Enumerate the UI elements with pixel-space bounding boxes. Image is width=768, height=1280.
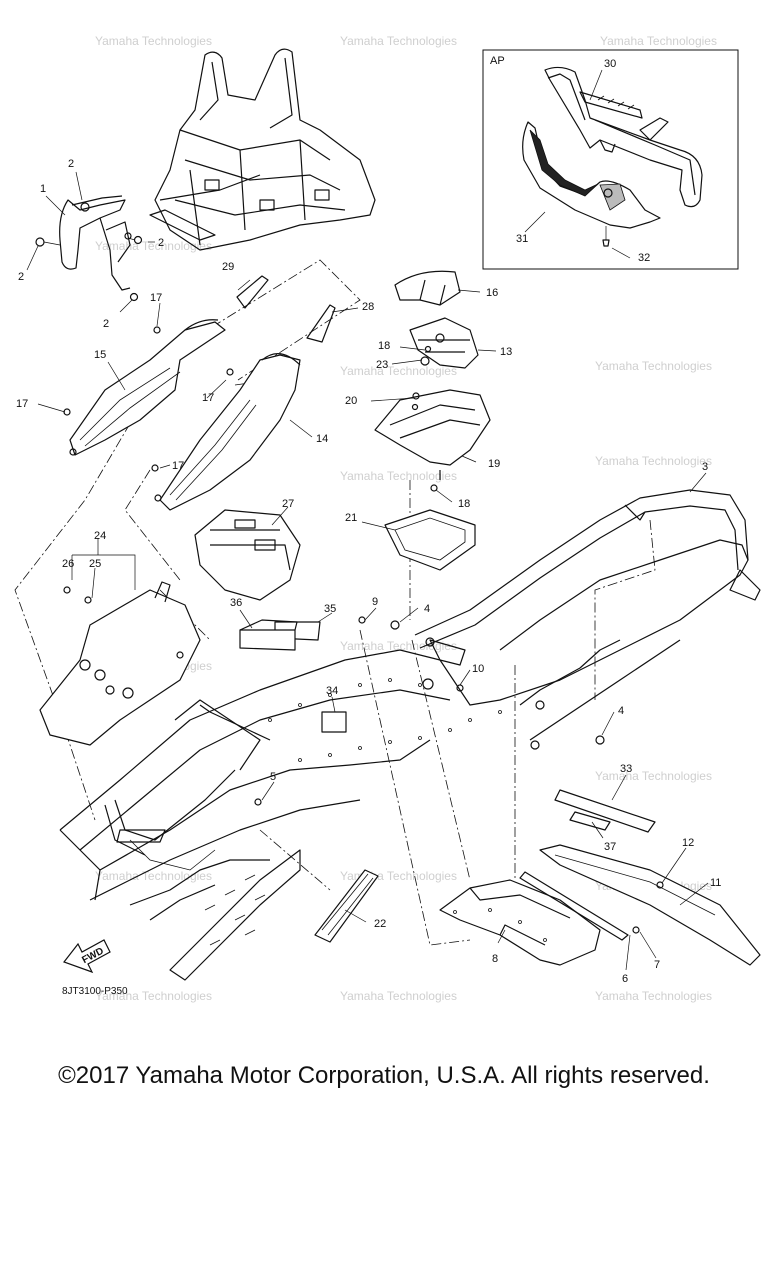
callout-7: 7 <box>654 959 660 971</box>
svg-text:Yamaha Technologies: Yamaha Technologies <box>95 989 212 1003</box>
callout-36: 36 <box>230 597 242 609</box>
callout-27: 27 <box>282 498 294 510</box>
callout-4: 4 <box>618 705 624 717</box>
callout-21: 21 <box>345 512 357 524</box>
svg-text:Yamaha Technologies: Yamaha Technologies <box>340 989 457 1003</box>
callout-15: 15 <box>94 349 106 361</box>
pads-35-36 <box>239 619 321 651</box>
copyright-notice: ©2017 Yamaha Motor Corporation, U.S.A. A… <box>58 1062 710 1089</box>
callout-2: 2 <box>103 318 109 330</box>
callout-22: 22 <box>374 918 386 930</box>
callout-6: 6 <box>622 973 628 985</box>
callout-24: 24 <box>94 530 106 542</box>
callout-18: 18 <box>378 340 390 352</box>
callout-33: 33 <box>620 763 632 775</box>
callout-8: 8 <box>492 953 498 965</box>
svg-text:Yamaha Technologies: Yamaha Technologies <box>340 639 457 653</box>
svg-text:Yamaha Technologies: Yamaha Technologies <box>595 989 712 1003</box>
ap-label: AP <box>490 55 505 67</box>
svg-text:Yamaha Technologies: Yamaha Technologies <box>595 769 712 783</box>
callout-25: 25 <box>89 558 101 570</box>
battery-box <box>194 509 301 601</box>
heat-shield <box>39 581 201 746</box>
fwd-label: FWD <box>80 946 105 966</box>
callout-17: 17 <box>202 392 214 404</box>
pad-21 <box>384 509 476 571</box>
callout-23: 23 <box>376 359 388 371</box>
svg-text:Yamaha Technologies: Yamaha Technologies <box>340 364 457 378</box>
callout-31: 31 <box>516 233 528 245</box>
callout-16: 16 <box>486 287 498 299</box>
svg-text:Yamaha Technologies: Yamaha Technologies <box>595 359 712 373</box>
pad-22 <box>314 869 379 943</box>
callout-17: 17 <box>172 460 184 472</box>
callout-11: 11 <box>710 877 721 889</box>
callout-19: 19 <box>488 458 500 470</box>
callout-2: 2 <box>158 237 164 249</box>
rear-frame-upper <box>149 48 376 251</box>
tail-bracket <box>374 389 491 492</box>
callout-17: 17 <box>150 292 162 304</box>
callout-28: 28 <box>362 301 374 313</box>
callout-3: 3 <box>702 461 708 473</box>
callout-9: 9 <box>372 596 378 608</box>
panels-28-29 <box>236 275 336 343</box>
callout-30: 30 <box>604 58 616 70</box>
side-cover-right <box>154 353 301 511</box>
callout-29: 29 <box>222 261 234 273</box>
leader-lines <box>26 69 709 971</box>
callout-18: 18 <box>458 498 470 510</box>
callout-2: 2 <box>18 271 24 283</box>
callout-12: 12 <box>682 837 694 849</box>
callout-14: 14 <box>316 433 328 445</box>
lower-front-frame <box>129 849 301 981</box>
callout-34: 34 <box>326 685 338 697</box>
ap-inset: AP <box>482 49 739 270</box>
callout-1: 1 <box>40 183 46 195</box>
callout-37: 37 <box>604 841 616 853</box>
svg-text:Yamaha Technologies: Yamaha Technologies <box>600 34 717 48</box>
svg-text:Yamaha Technologies: Yamaha Technologies <box>95 239 212 253</box>
rear-rail <box>414 489 761 750</box>
callout-35: 35 <box>324 603 336 615</box>
callout-labels: 1 2 2 2 2 3 4 4 5 6 7 8 9 10 11 12 13 14… <box>16 58 721 985</box>
callout-20: 20 <box>345 395 357 407</box>
svg-text:Yamaha Technologies: Yamaha Technologies <box>340 469 457 483</box>
callout-13: 13 <box>500 346 512 358</box>
svg-text:Yamaha Technologies: Yamaha Technologies <box>595 454 712 468</box>
main-chassis <box>59 539 749 901</box>
bracket-8 <box>439 879 601 966</box>
forward-arrow: FWD <box>63 939 111 974</box>
grab-bar <box>35 195 143 302</box>
svg-text:Yamaha Technologies: Yamaha Technologies <box>95 34 212 48</box>
svg-text:Yamaha Technologies: Yamaha Technologies <box>95 869 212 883</box>
callout-10: 10 <box>472 663 484 675</box>
tail-light <box>394 270 479 369</box>
side-cover-left <box>69 319 226 456</box>
exploded-parts-diagram: Yamaha Technologies Yamaha Technologies … <box>14 34 761 1003</box>
callout-5: 5 <box>270 771 276 783</box>
callout-32: 32 <box>638 252 650 264</box>
callout-26: 26 <box>62 558 74 570</box>
fasteners <box>63 333 664 934</box>
callout-17: 17 <box>16 398 28 410</box>
drawing-code: 8JT3100-P350 <box>62 986 128 997</box>
callout-4: 4 <box>424 603 430 615</box>
svg-text:Yamaha Technologies: Yamaha Technologies <box>340 34 457 48</box>
callout-2: 2 <box>68 158 74 170</box>
rails-and-strips <box>519 789 761 966</box>
